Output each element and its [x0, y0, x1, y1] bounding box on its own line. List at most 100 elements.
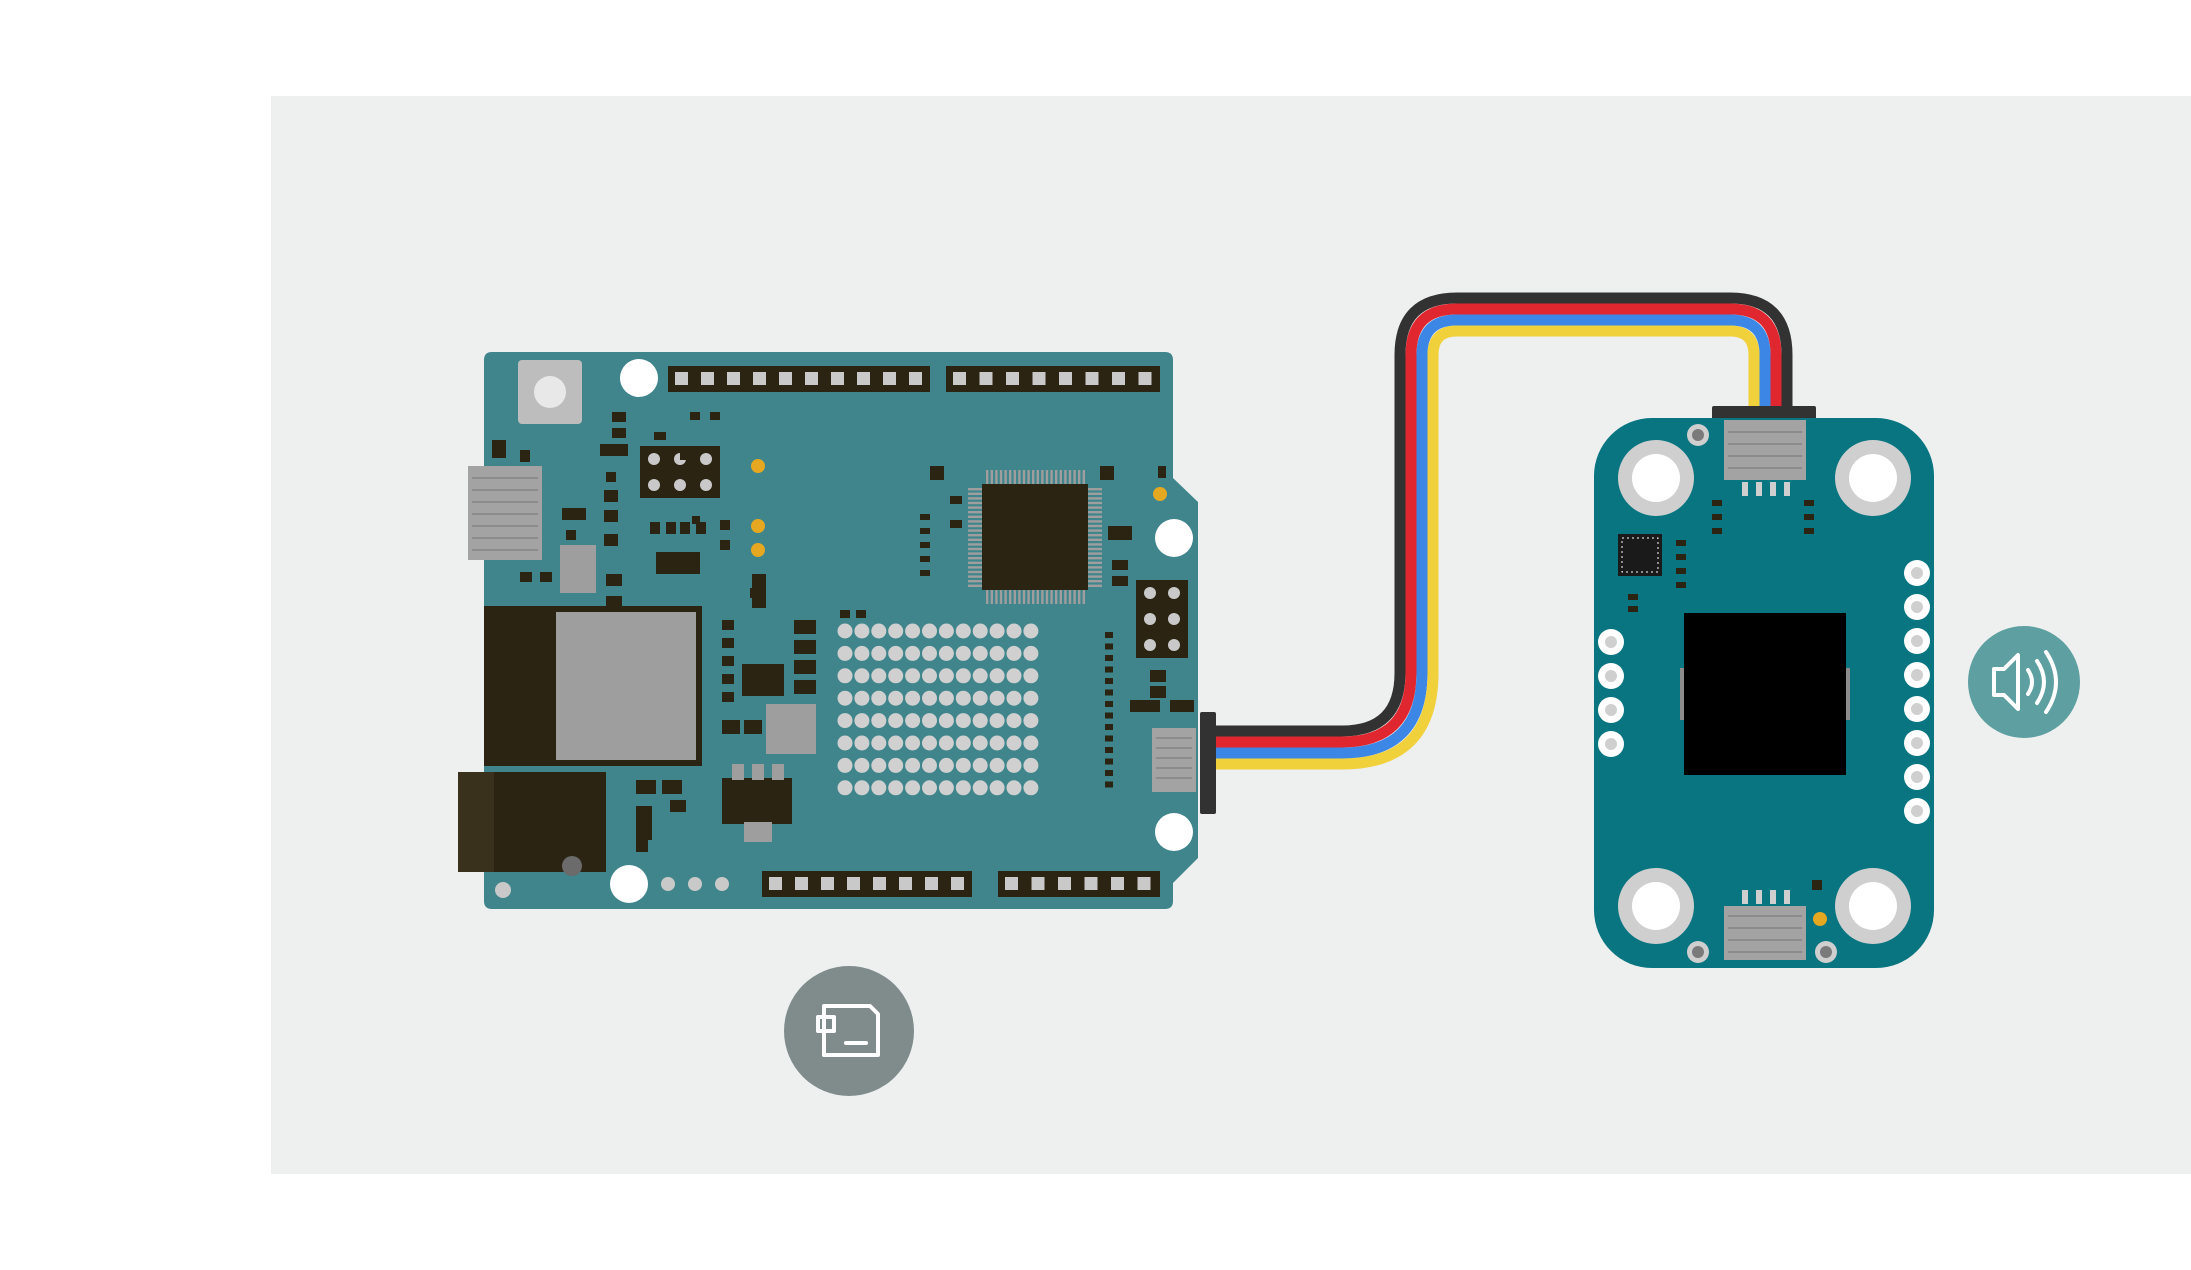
- smd-component: [562, 508, 586, 520]
- mcu-pin: [1041, 470, 1044, 484]
- led-matrix-dot: [888, 713, 904, 729]
- smd-component: [1158, 466, 1166, 478]
- microcontroller-board-icon: [816, 1004, 880, 1057]
- smd-component: [794, 680, 816, 694]
- mcu-pin: [968, 529, 982, 532]
- smd-component: [604, 490, 618, 502]
- smd-component: [840, 610, 850, 618]
- smd-component: [950, 496, 962, 504]
- led-matrix-dot: [854, 645, 870, 661]
- module-small-ic: [1618, 534, 1662, 576]
- qwiic-ridges-board: [1156, 737, 1192, 779]
- module-pad-center: [1911, 567, 1923, 579]
- diode: [1105, 781, 1113, 788]
- mcu-pin: [1088, 566, 1102, 569]
- mcu-pin: [1045, 590, 1049, 604]
- mcu-pin: [968, 497, 982, 500]
- mcu-pin: [1078, 590, 1081, 604]
- led-matrix-dot: [989, 623, 1005, 639]
- regulator-leg: [752, 764, 764, 780]
- mcu-pin: [999, 470, 1003, 484]
- led-matrix-dot: [922, 735, 937, 751]
- smd-component: [606, 472, 616, 482]
- smd-component: [794, 660, 816, 674]
- arduino-board[interactable]: [458, 352, 1198, 909]
- mcu-pin: [968, 524, 982, 528]
- module-right-pads: [1904, 560, 1930, 824]
- mcu-pin: [1073, 470, 1076, 484]
- led-matrix-dot: [972, 645, 988, 661]
- board-screw: [495, 882, 511, 898]
- status-led: [751, 459, 765, 473]
- led-matrix-dot: [871, 690, 887, 706]
- mcu-pin: [1088, 580, 1102, 583]
- mcu-pin: [968, 552, 982, 555]
- led-matrix-dot: [888, 623, 904, 639]
- led-matrix-dot: [871, 780, 887, 796]
- mcu-pin: [1078, 470, 1081, 484]
- header-pin: [857, 372, 870, 385]
- mcu-pin: [1088, 534, 1102, 537]
- led-matrix-dot: [1006, 780, 1022, 796]
- diode: [1105, 747, 1113, 753]
- diode: [1105, 770, 1113, 776]
- smd-component: [520, 450, 530, 462]
- power-jack-screw: [562, 856, 582, 876]
- mcu-pin: [1064, 470, 1067, 484]
- led-matrix-dot: [972, 713, 988, 729]
- diode: [1105, 701, 1113, 707]
- header-pins: [675, 372, 1152, 385]
- module-pad-center: [1911, 703, 1923, 715]
- led-matrix-dot: [955, 780, 971, 796]
- amplifier-chip: [1684, 613, 1846, 775]
- capacitor: [752, 574, 766, 608]
- header-pin: [779, 372, 792, 385]
- led-matrix-dot: [1006, 757, 1022, 773]
- smd-component: [722, 692, 734, 702]
- module-pad-center: [1911, 771, 1923, 783]
- smd-component: [680, 522, 690, 534]
- smd-component: [580, 786, 596, 800]
- header-bottom-right: [998, 871, 1160, 897]
- mcu-pin: [968, 538, 982, 541]
- header-pin: [675, 372, 688, 385]
- led-matrix-dot: [955, 623, 971, 639]
- led-matrix-dot: [1023, 668, 1039, 684]
- board-badge[interactable]: [784, 966, 914, 1096]
- mount-hole: [1155, 813, 1193, 851]
- speaker-badge[interactable]: [1968, 626, 2080, 738]
- led-matrix-dot: [955, 645, 971, 661]
- header-bottom-left: [762, 871, 972, 897]
- led-matrix-dot: [938, 713, 954, 729]
- regulator-tab: [744, 822, 772, 842]
- smd-component: [654, 432, 666, 440]
- led-matrix-dot: [837, 690, 853, 706]
- mcu-pin: [1055, 590, 1058, 604]
- led-matrix-dot: [871, 735, 887, 751]
- header-pin: [753, 372, 766, 385]
- header-pin: [769, 877, 782, 890]
- audio-module[interactable]: [1594, 418, 1934, 968]
- smd-component: [604, 510, 618, 522]
- led-matrix-dot: [1006, 735, 1022, 751]
- smd-component: [794, 620, 816, 634]
- amplifier-chip-lead: [1846, 668, 1850, 720]
- led-matrix-dot: [905, 713, 921, 729]
- mcu-pin: [986, 470, 989, 484]
- led-matrix-dot: [854, 713, 870, 729]
- smd-component: [722, 638, 734, 648]
- smd-component: [520, 572, 532, 582]
- smd-component: [1150, 686, 1166, 698]
- qwiic-cable[interactable]: [1214, 292, 1793, 770]
- led-matrix-dot: [1006, 713, 1022, 729]
- header-pin: [1058, 877, 1071, 890]
- smd-component: [920, 514, 930, 520]
- mcu-pin: [968, 506, 982, 509]
- module-passives: [1628, 500, 1822, 890]
- mcu-pin: [968, 547, 982, 551]
- cable-wire-blue: [1214, 314, 1771, 759]
- mcu-pin: [1032, 470, 1035, 484]
- header-pin: [1112, 372, 1125, 385]
- mcu-pin: [1059, 470, 1062, 484]
- status-led: [751, 543, 765, 557]
